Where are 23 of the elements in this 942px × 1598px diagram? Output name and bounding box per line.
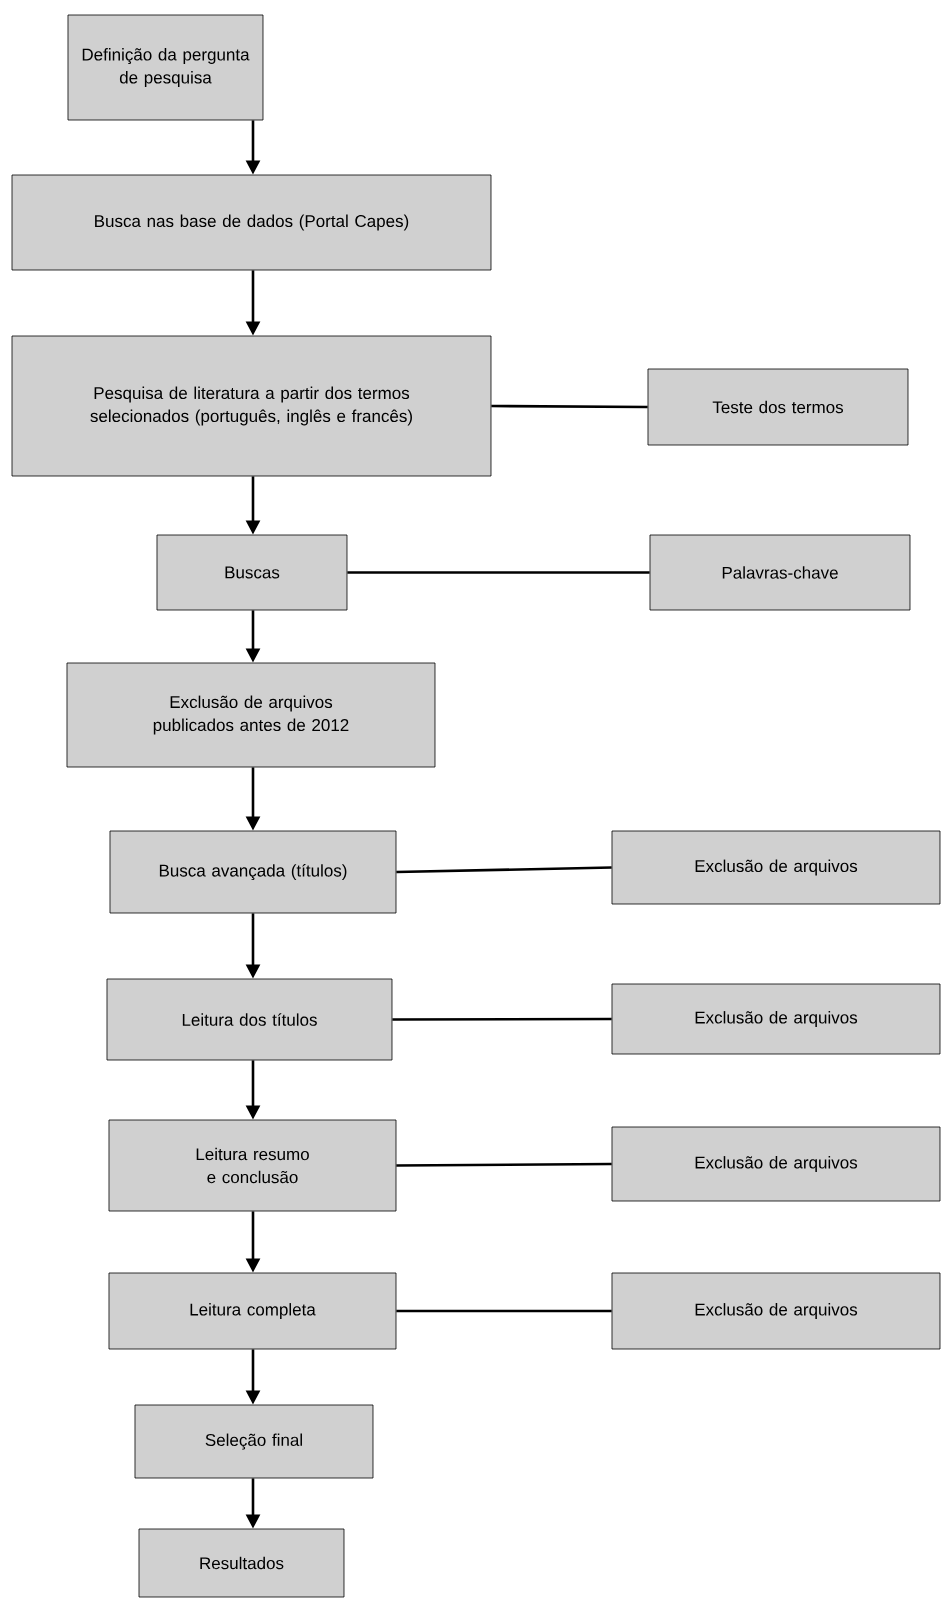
process-box: Exclusão de arquivos — [611, 830, 941, 905]
process-box: Leitura resumo e conclusão — [108, 1119, 397, 1212]
connector — [396, 866, 612, 874]
process-box: Definição da pergunta de pesquisa — [67, 14, 264, 121]
process-box: Busca avançada (títulos) — [109, 830, 397, 914]
process-box: Pesquisa de literatura a partir dos termos selecionados (português, inglês e francês) — [11, 335, 492, 477]
process-box: Exclusão de arquivos — [611, 1126, 941, 1202]
connector — [392, 1017, 612, 1021]
process-box: Teste dos termos — [647, 368, 909, 446]
process-box: Palavras-chave — [649, 534, 911, 611]
process-box: Leitura completa — [108, 1272, 397, 1350]
connector — [491, 404, 648, 409]
process-box: Leitura dos títulos — [106, 978, 393, 1061]
connector — [396, 1162, 612, 1167]
process-box: Resultados — [138, 1528, 345, 1598]
connector — [347, 571, 650, 574]
connector — [396, 1309, 612, 1313]
process-box: Buscas — [156, 534, 348, 611]
process-box: Seleção final — [134, 1404, 374, 1479]
process-box: Exclusão de arquivos publicados antes de 2012 — [66, 662, 436, 768]
process-box: Exclusão de arquivos — [611, 1272, 941, 1350]
process-box: Busca nas base de dados (Portal Capes) — [11, 174, 492, 271]
process-box: Exclusão de arquivos — [611, 983, 941, 1055]
